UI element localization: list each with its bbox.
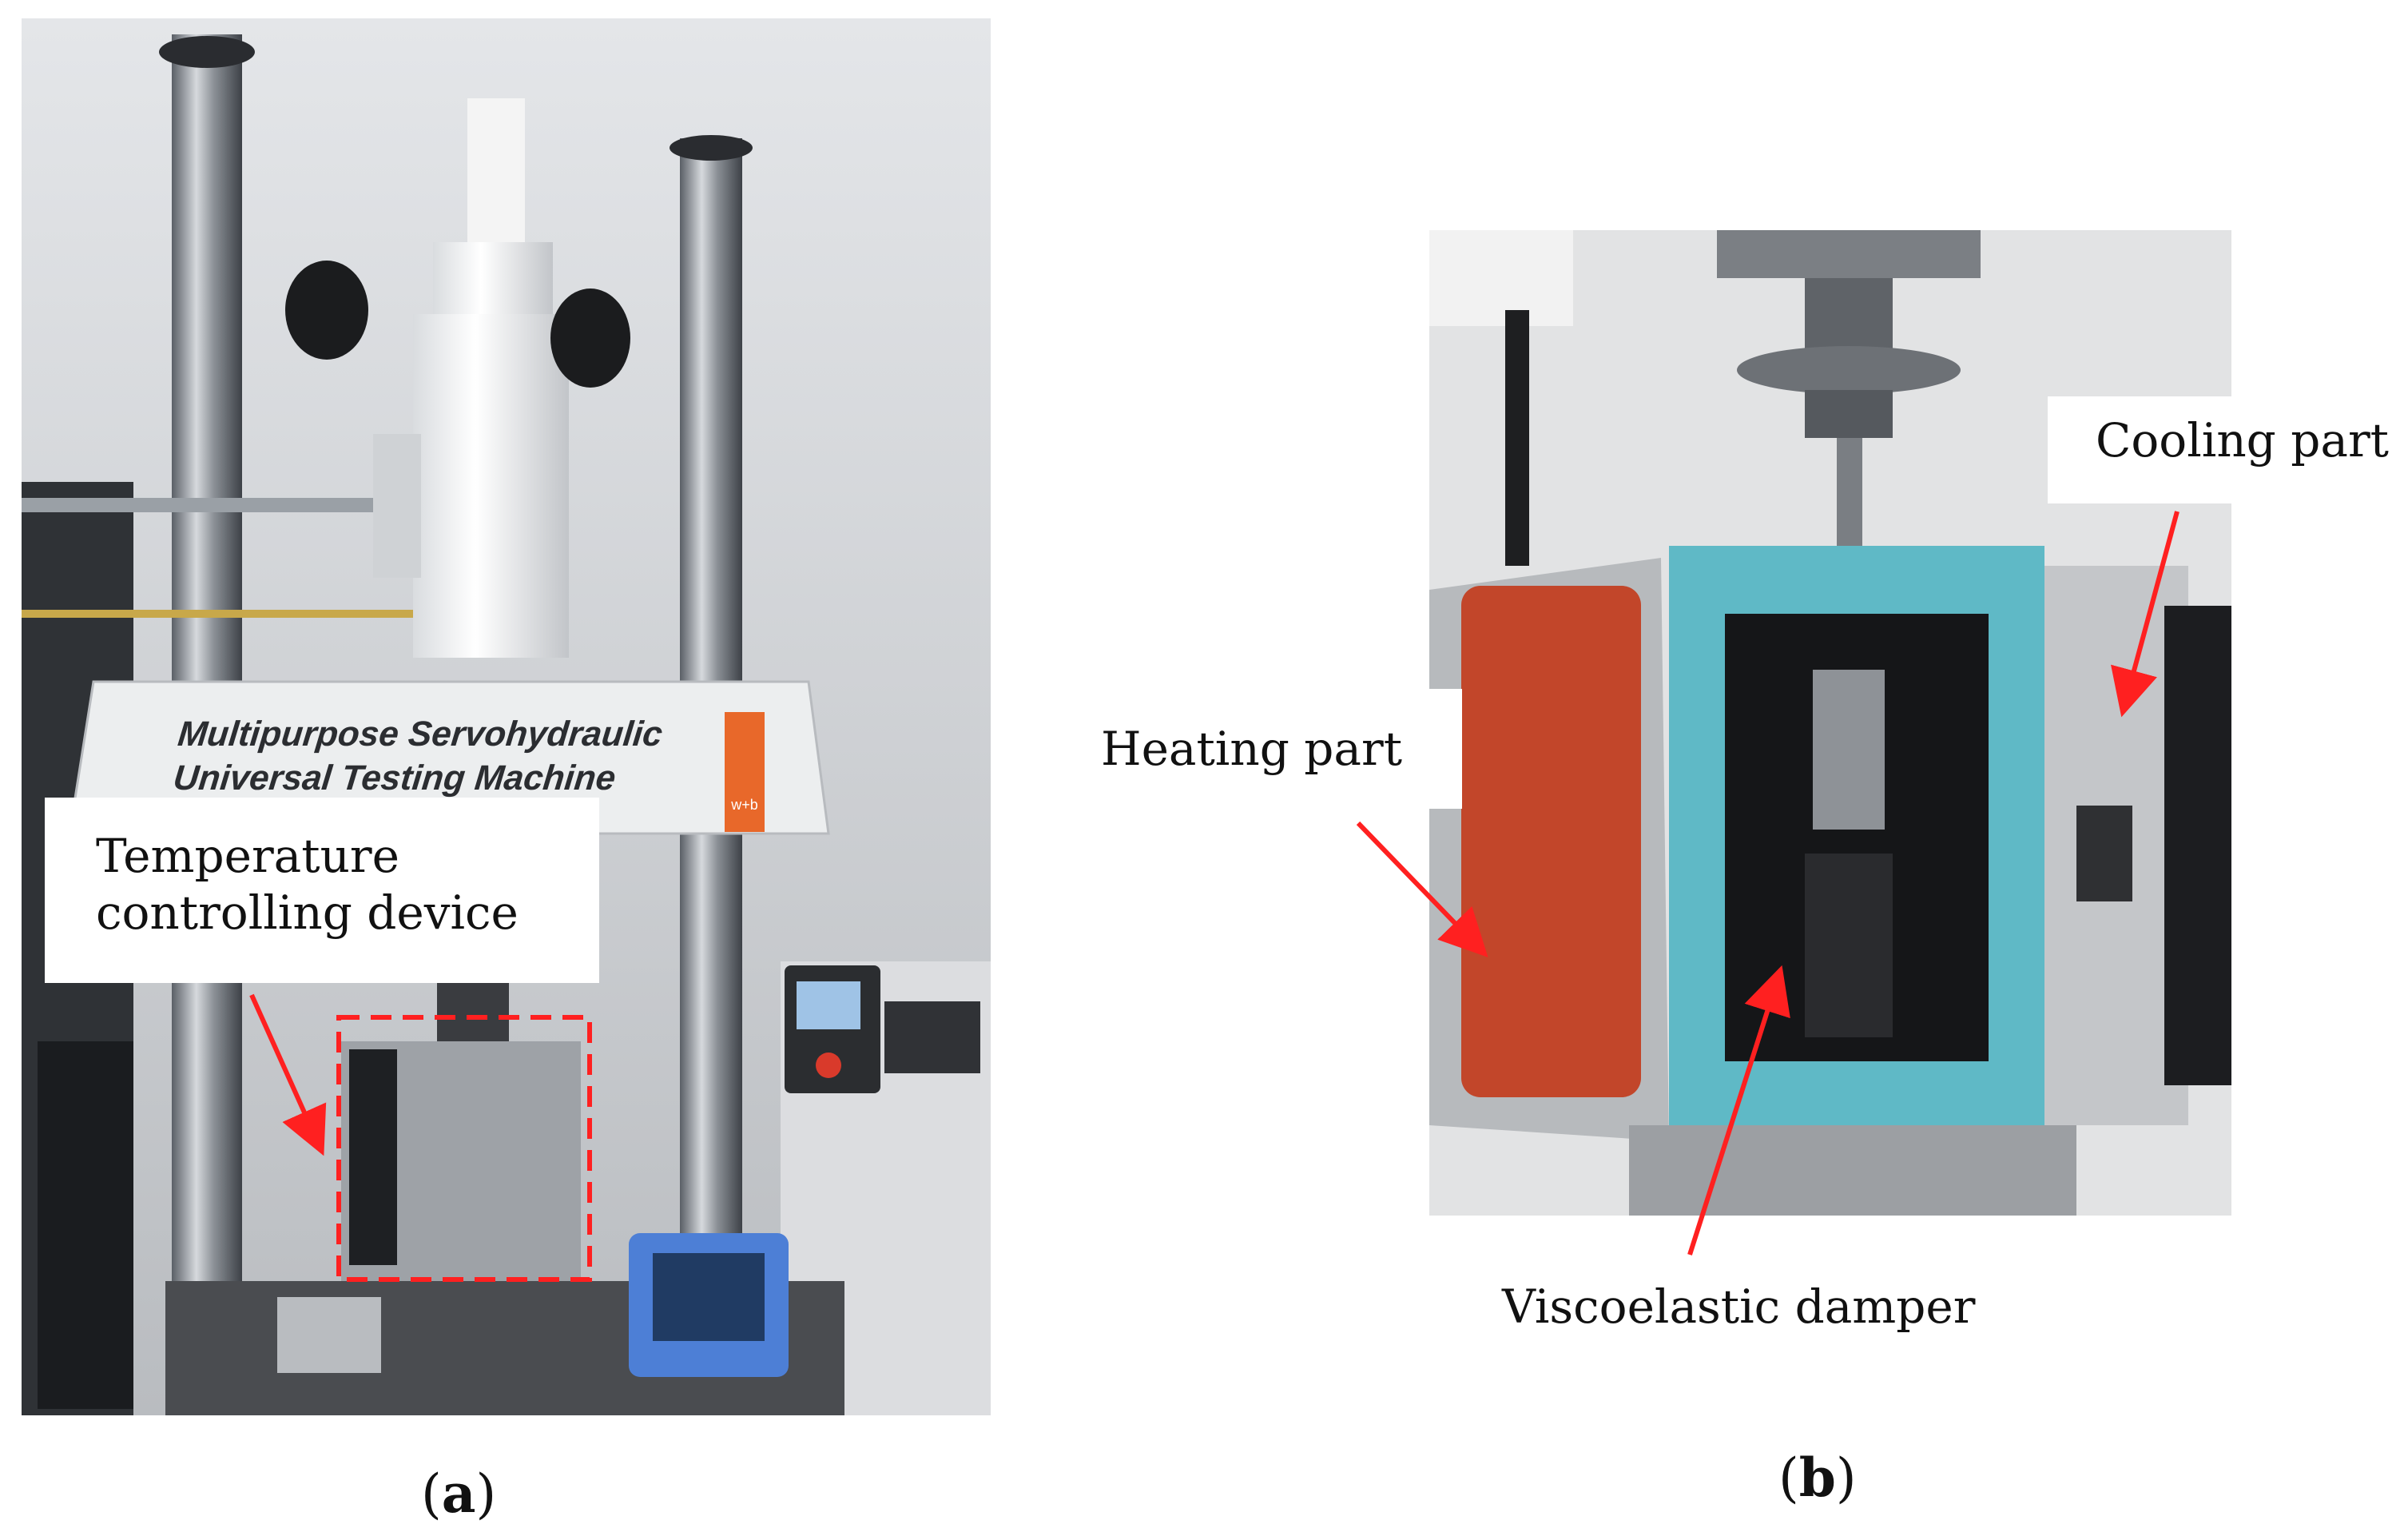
controller-board	[653, 1253, 765, 1341]
grip	[437, 977, 509, 1041]
cable-left	[1505, 310, 1529, 566]
caption-b-close: )	[1835, 1447, 1857, 1509]
right-accumulator	[550, 289, 630, 388]
device-highlight-box	[336, 1015, 592, 1282]
caption-panel-a: (a)	[421, 1462, 496, 1525]
base-stand	[1629, 1125, 2076, 1216]
testing-machine-illustration: w+b Multipurpose Servohydraulic Universa…	[22, 18, 991, 1415]
coupler	[1805, 390, 1893, 438]
heating-label-text: Heating part	[1101, 722, 1402, 776]
emergency-stop	[816, 1053, 841, 1078]
logo-text: w+b	[730, 797, 758, 813]
viscoelastic-damper-label: Viscoelastic damper	[1454, 1263, 2013, 1351]
machine-text-line1: Multipurpose Servohydraulic	[176, 714, 664, 754]
top-shaft	[1805, 278, 1893, 350]
cooling-fan	[2164, 606, 2231, 1085]
temperature-label-line1: Temperature	[96, 829, 399, 883]
heater-pad	[1461, 586, 1641, 1097]
temperature-chamber-illustration	[1429, 230, 2231, 1216]
flange	[1737, 346, 1961, 394]
actuator-top	[467, 98, 525, 242]
servo-valve	[373, 434, 421, 578]
actuator-body	[413, 314, 569, 658]
right-pillar-cap	[670, 135, 753, 161]
hydraulic-line	[22, 498, 397, 512]
wall-box	[1429, 230, 1573, 326]
logo-orange-block	[725, 712, 765, 832]
left-base	[38, 1041, 133, 1409]
terminal-block	[2076, 806, 2132, 901]
power-supply	[277, 1297, 381, 1373]
left-accumulator	[285, 261, 368, 360]
cooling-label-text: Cooling part	[2096, 413, 2389, 468]
yellow-hose	[22, 610, 437, 618]
caption-b-letter: b	[1798, 1446, 1836, 1509]
temperature-label-line2: controlling device	[96, 885, 519, 940]
top-plate	[1717, 230, 1981, 278]
left-pillar-cap	[159, 36, 255, 68]
cooling-part-label: Cooling part	[2048, 396, 2408, 503]
heating-part-label: Heating part	[1087, 689, 1462, 809]
actuator-neck	[433, 242, 553, 314]
photo-testing-machine: w+b Multipurpose Servohydraulic Universa…	[22, 18, 991, 1415]
crosshead	[68, 680, 830, 835]
pendant-screen	[797, 981, 860, 1029]
caption-a-close: )	[475, 1463, 497, 1525]
caption-a-letter: a	[441, 1462, 476, 1525]
caption-panel-b: (b)	[1778, 1446, 1857, 1509]
control-keypad	[884, 1001, 980, 1073]
damper-label-text: Viscoelastic damper	[1502, 1279, 1976, 1334]
temperature-box-fan	[349, 1049, 397, 1265]
viscoelastic-damper-specimen	[1805, 854, 1893, 1037]
machine-text-line2: Universal Testing Machine	[172, 758, 618, 798]
caption-a-open: (	[421, 1463, 442, 1525]
photo-temperature-chamber	[1429, 230, 2231, 1216]
temperature-device-label: Temperature controlling device	[45, 798, 599, 983]
caption-b-open: (	[1778, 1447, 1799, 1509]
upper-clamp	[1813, 670, 1885, 830]
